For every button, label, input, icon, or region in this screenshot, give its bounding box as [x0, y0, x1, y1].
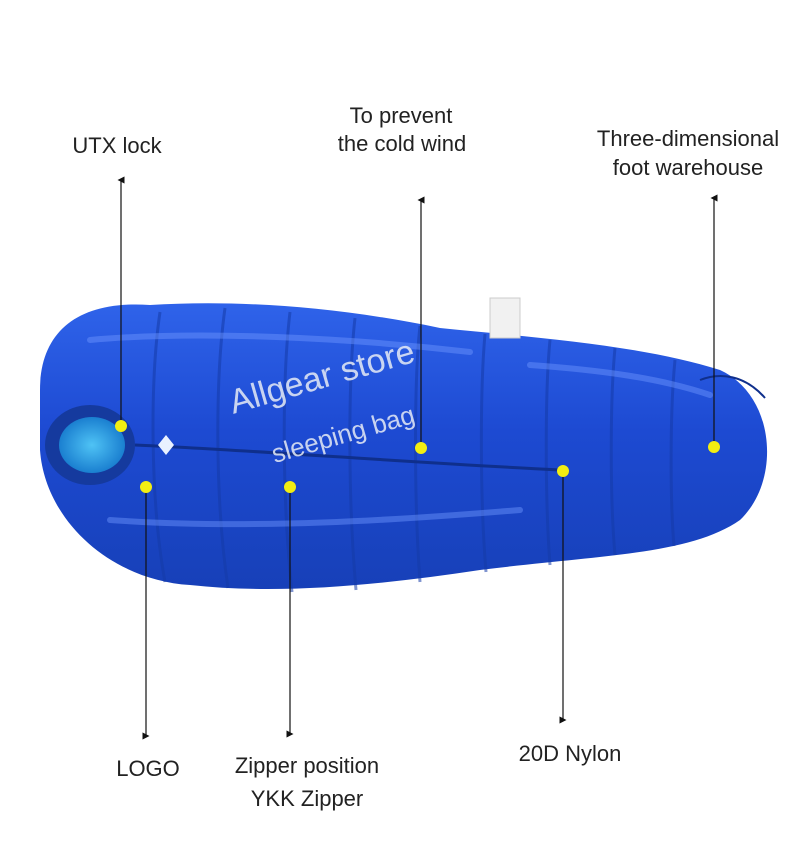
zipper-seam	[134, 443, 561, 472]
label-foot-line1: Three-dimensional	[596, 126, 780, 151]
marker-nylon	[557, 465, 569, 477]
marker-logo	[140, 481, 152, 493]
label-zipper-line2: YKK Zipper	[250, 786, 364, 811]
label-cold-wind-line2: the cold wind	[337, 131, 467, 156]
callout-lines	[117, 176, 718, 740]
bag-tag	[489, 297, 521, 339]
bag-baffles	[151, 307, 677, 593]
marker-utx-lock	[115, 420, 127, 432]
logo-mark-icon	[158, 435, 174, 455]
hood-inner	[59, 417, 125, 473]
foot-drawcord	[699, 375, 766, 399]
label-foot-line2: foot warehouse	[612, 155, 764, 180]
label-nylon: 20D Nylon	[518, 741, 622, 766]
marker-foot	[708, 441, 720, 453]
marker-zipper	[284, 481, 296, 493]
marker-cold-wind	[415, 442, 427, 454]
label-logo: LOGO	[116, 756, 180, 781]
label-zipper-line1: Zipper position	[234, 753, 380, 778]
label-cold-wind-line1: To prevent	[349, 103, 453, 128]
callout-markers	[115, 420, 720, 493]
label-utx-lock: UTX lock	[72, 133, 162, 158]
